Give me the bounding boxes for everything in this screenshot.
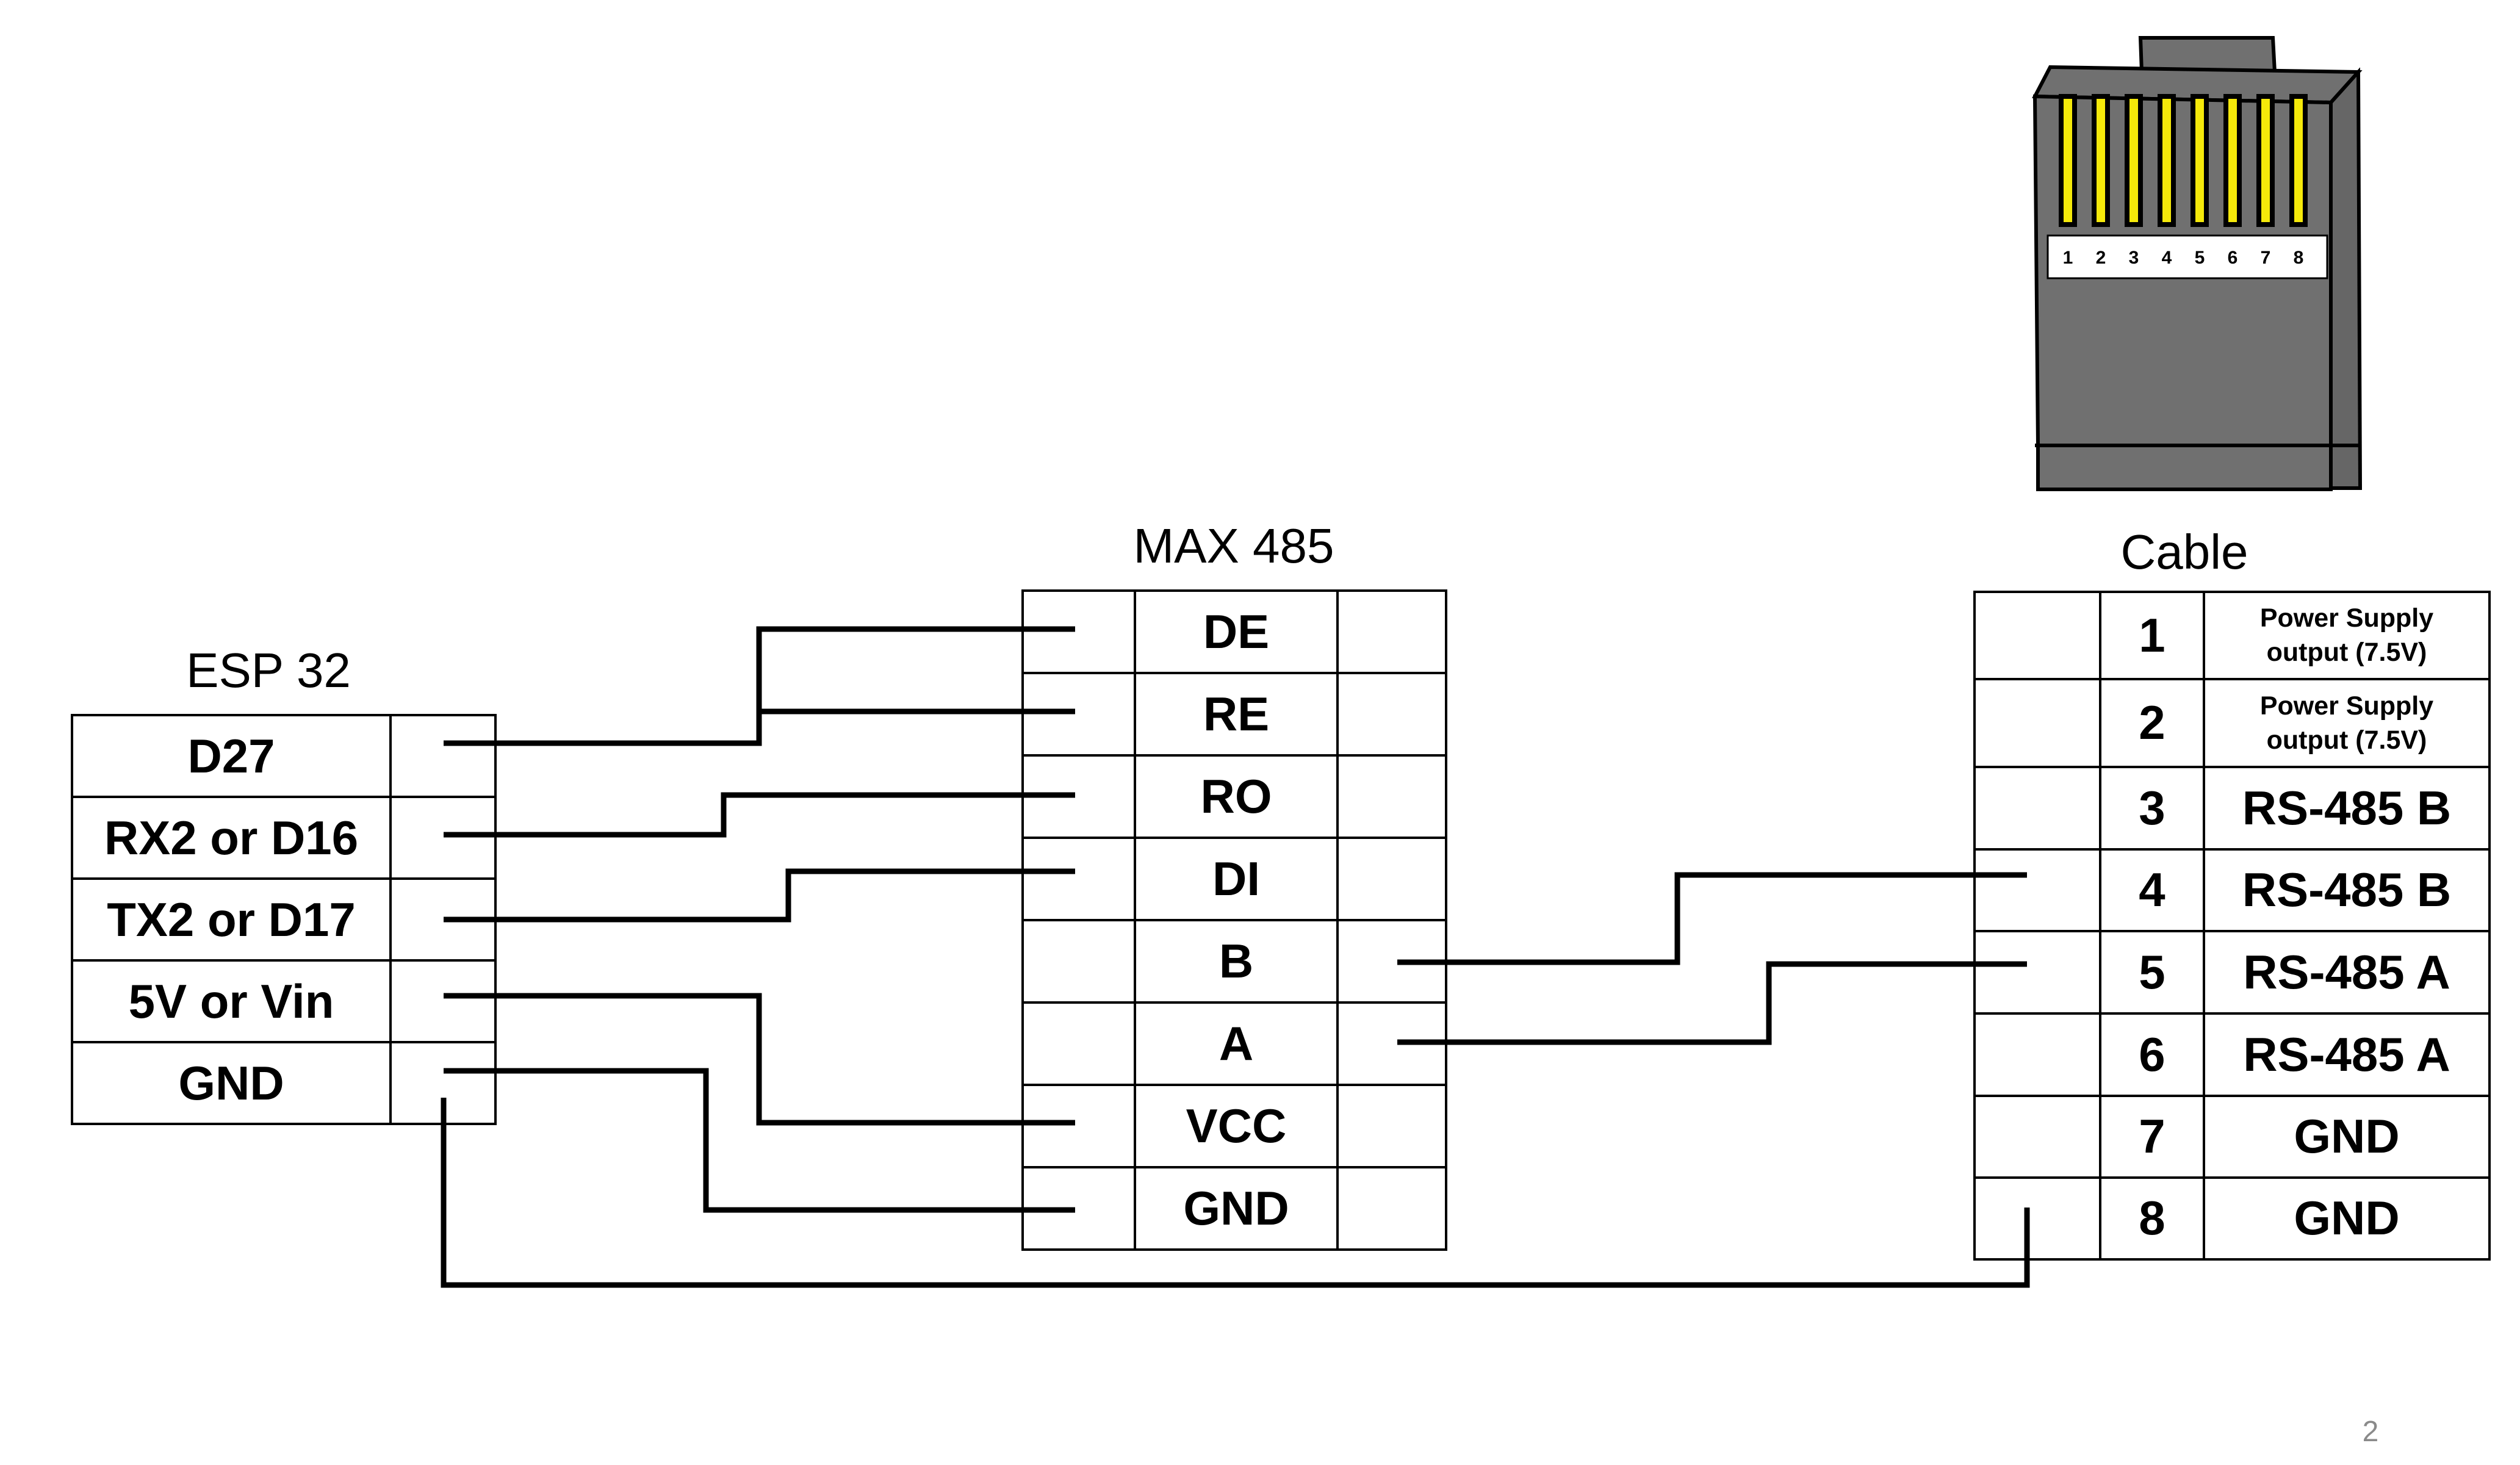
cable-table: 1 Power Supply output (7.5V) 2 Power Sup… — [1973, 591, 2491, 1261]
esp32-pin-label: TX2 or D17 — [107, 893, 355, 946]
wire-5v-vcc — [444, 993, 1075, 1126]
cable-pin-number: 7 — [2139, 1109, 2165, 1163]
wire-b-cable4 — [1397, 872, 2027, 965]
cable-row-2 — [2099, 678, 2205, 768]
cable-pin-label: GND — [2294, 1191, 2399, 1245]
connector-pin-number: 8 — [2294, 248, 2304, 268]
connector-pin-numbers: 1 2 3 4 5 6 7 8 — [2063, 248, 2304, 268]
connector-contact — [2223, 94, 2242, 227]
connector-contact — [2289, 94, 2308, 227]
cable-pin-label: RS-485 A — [2243, 945, 2450, 999]
wire-a-cable5 — [1397, 961, 2027, 1045]
esp32-pin-label: D27 — [187, 729, 275, 783]
max485-row-ro — [1134, 754, 1339, 839]
max485-pin-label: DI — [1212, 852, 1260, 905]
max485-pin-label: VCC — [1186, 1099, 1287, 1153]
connector-pin-number: 1 — [2063, 248, 2073, 268]
connector-pin-label-strip — [2047, 234, 2328, 279]
connector-contacts — [2059, 94, 2308, 227]
rj45-connector-image: 1 2 3 4 5 6 7 8 — [2032, 36, 2363, 491]
max485-row-de — [1134, 589, 1339, 674]
connector-boot — [2036, 444, 2333, 491]
cable-pin-label: GND — [2294, 1109, 2399, 1163]
connector-pin-number: 2 — [2096, 248, 2106, 268]
esp32-table: D27 RX2 or D16 TX2 or D17 5V or Vin GND — [71, 714, 497, 1125]
wire-gnd-cable8 — [441, 1098, 2030, 1288]
connector-contact — [2191, 94, 2209, 227]
esp32-title: ESP 32 — [186, 643, 351, 697]
cable-pin-label: RS-485 B — [2242, 781, 2451, 835]
max485-row-di — [1134, 837, 1339, 921]
connector-pin-number: 6 — [2228, 248, 2238, 268]
max485-pin-label: A — [1219, 1017, 1253, 1070]
max485-title: MAX 485 — [1133, 519, 1334, 573]
connector-contact — [2125, 94, 2143, 227]
cable-row-8 — [2099, 1176, 2205, 1261]
cable-pin-number: 6 — [2139, 1028, 2165, 1081]
cable-pin-label: Power Supply — [2260, 603, 2433, 633]
esp32-row-d27 — [71, 714, 392, 798]
max485-table: DE RE RO DI B A VCC GND — [1021, 589, 1447, 1251]
wire-gnd-gnd — [444, 1068, 1075, 1213]
connector-pin-number: 4 — [2162, 248, 2172, 268]
page-number: 2 — [2363, 1416, 2379, 1448]
max485-pin-label: DE — [1203, 605, 1269, 658]
max485-pin-label: B — [1219, 934, 1253, 988]
max485-row-vcc — [1134, 1084, 1339, 1168]
cable-pin-number: 4 — [2139, 863, 2165, 916]
wires — [441, 626, 2030, 1288]
connector-pin-number: 7 — [2261, 248, 2271, 268]
wire-tx2-di — [444, 868, 1075, 923]
cable-pin-number: 1 — [2139, 608, 2165, 662]
max485-pin-label: RO — [1201, 769, 1272, 823]
cable-pin-label: Power Supply — [2260, 691, 2433, 721]
esp32-row-5v — [71, 959, 392, 1043]
connector-contact — [2059, 94, 2077, 227]
max485-row-re — [1134, 672, 1339, 757]
connector-side — [2329, 67, 2363, 490]
cable-pin-number: 5 — [2139, 945, 2165, 999]
cable-row-1 — [2099, 591, 2205, 680]
connector-contact — [2158, 94, 2176, 227]
esp32-pin-label: GND — [178, 1056, 284, 1110]
max485-pin-label: RE — [1203, 687, 1269, 741]
max485-pin-label: GND — [1183, 1181, 1289, 1235]
connector-contact — [2092, 94, 2110, 227]
max485-row-a — [1134, 1001, 1339, 1086]
cable-pin-number: 2 — [2139, 696, 2165, 749]
cable-pin-label: RS-485 B — [2242, 863, 2451, 916]
cable-pin-label: RS-485 A — [2243, 1028, 2450, 1081]
connector-pin-number: 3 — [2129, 248, 2139, 268]
cable-pin-number: 3 — [2139, 781, 2165, 835]
esp32-pin-label: RX2 or D16 — [104, 811, 358, 865]
esp32-row-tx2 — [71, 877, 392, 962]
esp32-pin-label: 5V or Vin — [129, 974, 334, 1028]
cable-pin-label: output (7.5V) — [2267, 725, 2427, 755]
cable-pin-label: output (7.5V) — [2267, 638, 2427, 667]
cable-row-3 — [2099, 766, 2205, 851]
cable-pin-number: 8 — [2139, 1191, 2165, 1245]
cable-title: Cable — [2120, 525, 2248, 579]
cable-row-4 — [2099, 848, 2205, 932]
wire-d27-de-re — [444, 626, 1075, 746]
connector-pin-number: 5 — [2195, 248, 2205, 268]
wire-rx2-ro — [444, 792, 1075, 838]
connector-contact — [2256, 94, 2275, 227]
connector-latch — [2138, 36, 2277, 74]
